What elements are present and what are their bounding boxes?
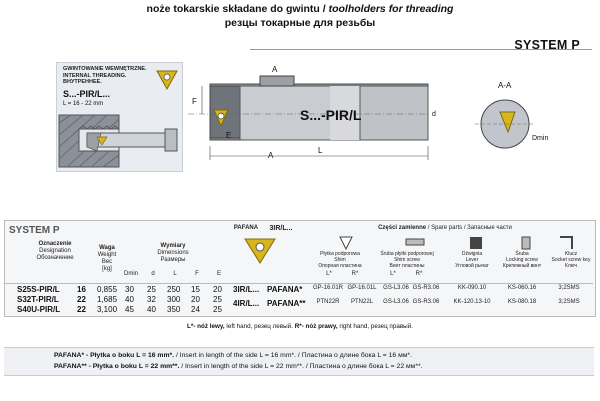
- section-label: A-A: [498, 81, 512, 90]
- inset-workpiece-illustration: [58, 70, 178, 168]
- key-header: Klucz Socket screw key Ключ: [551, 251, 591, 269]
- shim-icon: [339, 236, 353, 251]
- pafana-row-1-name: PAFANA*: [267, 285, 303, 294]
- dim-header-L: L: [173, 271, 177, 277]
- footer-line-1: PAFANA* - Płytka o boku L = 16 mm*. / In…: [54, 352, 412, 359]
- internal-threading-inset: GWINTOWANIE WEWNĘTRZNE. INTERNAL THREADI…: [56, 62, 183, 172]
- footer-notes: PAFANA* - Płytka o boku L = 16 mm*. / In…: [4, 347, 594, 376]
- key-icon: [560, 236, 573, 249]
- dim-Dmin: Dmin: [532, 135, 548, 142]
- pafana-header: PAFANA: [233, 225, 259, 231]
- spare-parts-icons: [339, 236, 573, 251]
- tool-technical-drawing: S...-PIR/L L E F A A d A-A Dmin: [188, 65, 548, 160]
- pafana-row-1-code: 3IR/L...: [233, 285, 260, 294]
- lr-screw-L: L*: [390, 271, 396, 277]
- weight-header: Waga Weight Вес [kg]: [97, 245, 117, 272]
- title-pl: noże tokarskie składane do gwintu /: [146, 3, 326, 15]
- lr-shim-L: L*: [326, 271, 332, 277]
- title-ru: резцы токарные для резьбы: [224, 17, 376, 29]
- dim-A-top: A: [272, 65, 278, 74]
- table-row: S32T-PIR/L 22 1,685 40 32 300 20 25: [17, 295, 222, 304]
- pafana-insert: 3IR/L...: [269, 225, 293, 232]
- inset-title: GWINTOWANIE WEWNĘTRZNE. INTERNAL THREADI…: [63, 66, 147, 85]
- lr-shim-R: R*: [351, 271, 359, 277]
- dim-L: L: [318, 146, 323, 155]
- dim-F: F: [192, 97, 197, 106]
- title-en: toolholders for threading: [325, 3, 454, 15]
- hand-note: L*- nóż lewy, left hand, резец левый. R*…: [187, 323, 413, 330]
- pafana-row-2-code: 4IR/L...: [233, 299, 260, 308]
- shim-screw-header: Śruba płytki podporowej Shim screw Винт …: [380, 251, 434, 269]
- table-row: S40U-PIR/L 22 3,100 45 40 350 24 25: [17, 305, 222, 314]
- dim-header-Dmin: Dmin: [123, 271, 138, 277]
- footer-line-2: PAFANA** - Płytka o boku L = 22 mm**. / …: [54, 363, 423, 370]
- locking-screw-header: Śruba Locking screw Крепежный винт: [502, 251, 542, 269]
- dim-header-F: F: [195, 271, 199, 277]
- page-title: noże tokarskie składane do gwintu / tool…: [0, 3, 600, 15]
- table-system: SYSTEM P: [9, 225, 60, 236]
- inset-model: S...-PIR/L...: [63, 89, 111, 99]
- spare-parts-header: Części zamienne / Spare parts / Запасные…: [378, 225, 512, 231]
- parts-row: GP-16.01R GP-16.01L GS-L3.06 GS-R3.06 KK…: [312, 285, 580, 291]
- designation-header: Oznaczenie Designation Обозначение: [36, 241, 74, 261]
- inset-length: L = 16 - 22 mm: [63, 101, 104, 107]
- header-divider: [250, 49, 592, 50]
- locking-screw-icon: [521, 236, 531, 250]
- dim-d: d: [432, 111, 436, 118]
- dim-header-d: d: [151, 271, 155, 277]
- shim-header: Płytka podporowa Shim Опорная пластина: [318, 251, 362, 269]
- lever-icon: [470, 237, 482, 249]
- pafana-row-2-name: PAFANA**: [267, 299, 306, 308]
- parts-row: PTN22R PTN22L GS-L3.06 GS-R3.06 KK-120.1…: [316, 299, 580, 305]
- spec-table: SYSTEM P Oznaczenie Designation Обозначе…: [4, 220, 596, 317]
- tool-label: S...-PIR/L: [300, 107, 362, 123]
- lr-screw-R: R*: [415, 271, 423, 277]
- table-row: S25S-PIR/L 16 0,855 30 25 250 15 20: [17, 285, 222, 294]
- dim-A-bottom: A: [268, 151, 274, 160]
- dim-E: E: [226, 131, 231, 140]
- system-label: SYSTEM P: [514, 38, 580, 52]
- shim-screw-icon: [405, 238, 425, 246]
- dimensions-header: Wymiary Dimensions Размеры: [157, 243, 189, 263]
- pafana-insert-icon: [244, 238, 276, 264]
- dim-header-E: E: [216, 271, 221, 277]
- lever-header: Dźwignia Lever Угловой рычаг: [455, 251, 489, 269]
